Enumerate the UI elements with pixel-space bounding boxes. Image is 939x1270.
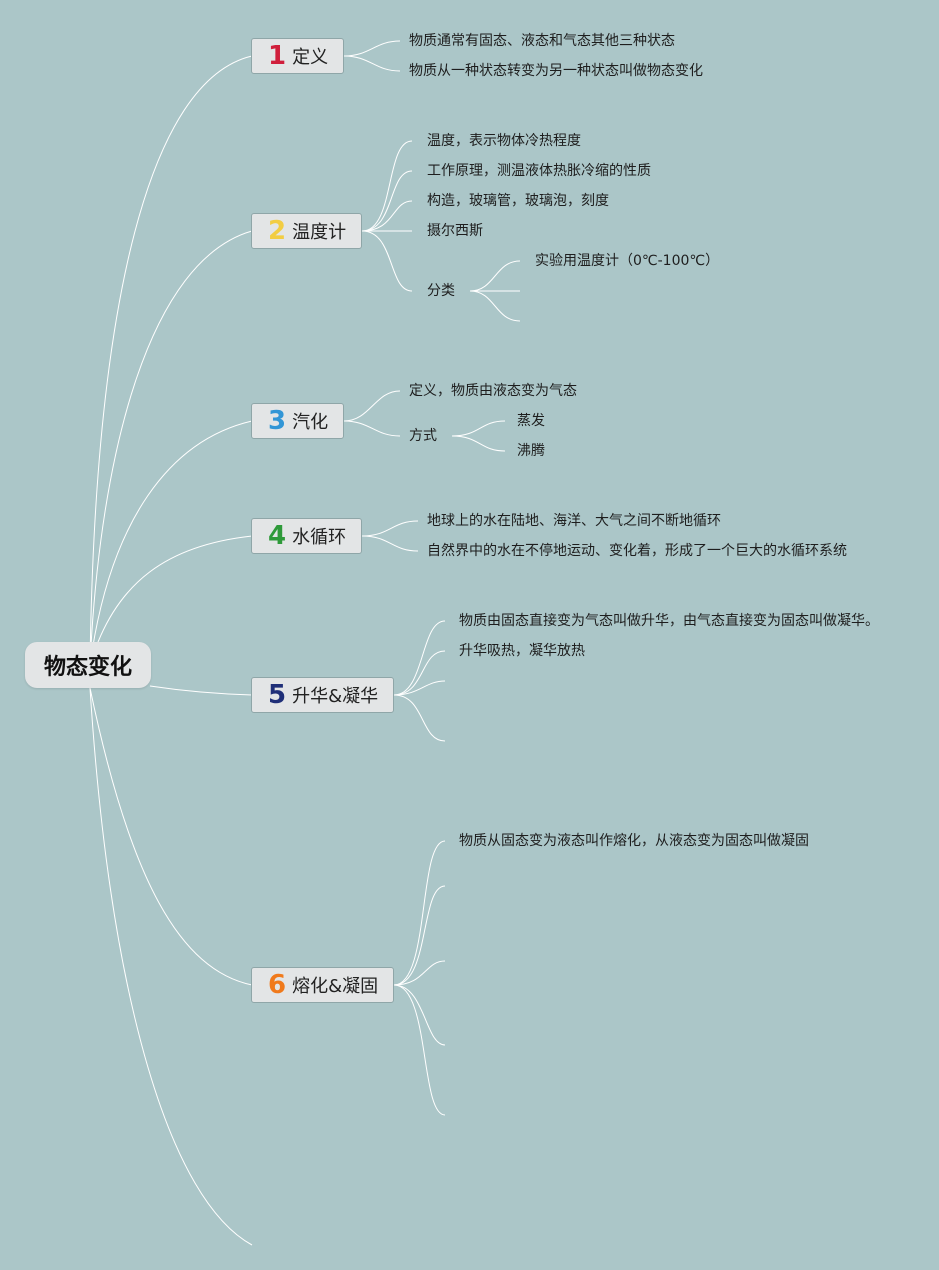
leaf-item[interactable]: 温度，表示物体冷热程度 xyxy=(427,133,581,149)
topic-2-thermometer[interactable]: 2 温度计 xyxy=(251,213,362,249)
topic-label: 定义 xyxy=(292,47,329,68)
topic-label: 汽化 xyxy=(292,412,329,433)
topic-number: 6 xyxy=(268,970,287,1000)
leaf-item[interactable]: 方式 xyxy=(409,428,437,444)
topic-5-sublimation[interactable]: 5 升华&凝华 xyxy=(251,677,394,713)
topic-number: 5 xyxy=(268,680,287,710)
leaf-item[interactable]: 物质由固态直接变为气态叫做升华，由气态直接变为固态叫做凝华。 xyxy=(459,613,879,629)
leaf-item[interactable]: 物质通常有固态、液态和气态其他三种状态 xyxy=(409,33,675,49)
topic-3-vaporization[interactable]: 3 汽化 xyxy=(251,403,344,439)
leaf-item[interactable]: 摄尔西斯 xyxy=(427,223,483,239)
topic-number: 1 xyxy=(268,41,287,71)
leaf-item[interactable]: 物质从固态变为液态叫作熔化，从液态变为固态叫做凝固 xyxy=(459,833,809,849)
sub-leaf-item[interactable]: 沸腾 xyxy=(517,443,545,459)
sub-leaf-item[interactable]: 蒸发 xyxy=(517,413,545,429)
topic-6-melting[interactable]: 6 熔化&凝固 xyxy=(251,967,394,1003)
root-node[interactable]: 物态变化 xyxy=(25,642,151,688)
topic-label: 升华&凝华 xyxy=(292,686,379,707)
leaf-item[interactable]: 自然界中的水在不停地运动、变化着，形成了一个巨大的水循环系统 xyxy=(427,543,847,559)
sub-leaf-item[interactable]: 实验用温度计（0℃-100℃） xyxy=(535,253,720,269)
topic-1-definition[interactable]: 1 定义 xyxy=(251,38,344,74)
leaf-item[interactable]: 分类 xyxy=(427,283,455,299)
leaf-item[interactable]: 工作原理，测温液体热胀冷缩的性质 xyxy=(427,163,651,179)
leaf-item[interactable]: 物质从一种状态转变为另一种状态叫做物态变化 xyxy=(409,63,703,79)
leaf-item[interactable]: 构造，玻璃管，玻璃泡，刻度 xyxy=(427,193,609,209)
topic-number: 2 xyxy=(268,216,287,246)
leaf-item[interactable]: 地球上的水在陆地、海洋、大气之间不断地循环 xyxy=(427,513,721,529)
leaf-item[interactable]: 定义，物质由液态变为气态 xyxy=(409,383,577,399)
topic-label: 水循环 xyxy=(292,527,347,548)
topic-number: 4 xyxy=(268,521,287,551)
topic-4-water-cycle[interactable]: 4 水循环 xyxy=(251,518,362,554)
topic-number: 3 xyxy=(268,406,287,436)
topic-label: 温度计 xyxy=(292,222,347,243)
topic-label: 熔化&凝固 xyxy=(292,976,379,997)
leaf-item[interactable]: 升华吸热，凝华放热 xyxy=(459,643,585,659)
